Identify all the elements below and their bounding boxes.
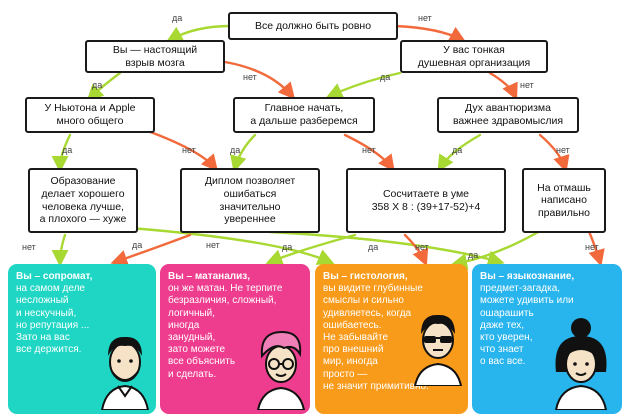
edge-label-yes: да — [230, 145, 241, 155]
edge-label-yes: да — [468, 250, 479, 260]
edge-label-no: нет — [206, 240, 220, 250]
edge-label-yes: да — [452, 145, 463, 155]
edge-diploma-lang — [268, 230, 505, 267]
edge-diploma-sopromat — [110, 233, 192, 267]
question-soul: У вас тонкая душевная организация — [400, 40, 548, 73]
result-card-sopromat: Вы – сопромат, на самом деле несложный и… — [8, 264, 156, 414]
edge-soul-start — [325, 71, 402, 99]
result-card-linguistics: Вы – языкознание, предмет-загадка, может… — [472, 264, 622, 414]
edge-label-no: нет — [22, 242, 36, 252]
result-text: он же матан. Не терпите безразличия, сло… — [168, 283, 283, 380]
question-adventure: Дух авантюризма важнее здравомыслия — [437, 97, 579, 133]
question-random: На отмашь написано правильно — [522, 168, 606, 233]
result-title: Вы – матанализ, — [168, 271, 251, 282]
edge-root-soul — [393, 24, 467, 43]
edge-newton-education — [51, 133, 72, 173]
edge-education-sopromat — [51, 233, 69, 267]
edge-label-yes: да — [62, 145, 73, 155]
edge-calc-histology — [403, 233, 429, 267]
edge-label-no: нет — [556, 145, 570, 155]
result-card-histology: Вы – гистология, вы видите глубинные смы… — [315, 264, 468, 414]
edge-label-yes: да — [380, 72, 391, 82]
pink-hair-avatar-icon — [256, 330, 306, 410]
edge-label-no: нет — [243, 72, 257, 82]
edge-label-no: нет — [520, 80, 534, 90]
edge-newton-diploma — [143, 128, 219, 172]
edge-label-no: нет — [362, 145, 376, 155]
man-avatar-icon — [100, 336, 150, 410]
edge-root-mind — [165, 24, 232, 43]
edge-label-yes: да — [132, 240, 143, 250]
question-diploma: Диплом позволяет ошибаться значительно у… — [180, 168, 320, 233]
edge-label-no: нет — [585, 242, 599, 252]
question-mind: Вы — настоящий взрыв мозга — [85, 40, 225, 73]
edge-adventure-random — [538, 133, 570, 173]
edge-education-histology — [128, 226, 335, 265]
sunglasses-avatar-icon — [413, 314, 463, 386]
edge-label-yes: да — [368, 242, 379, 252]
edge-label-yes: да — [172, 13, 183, 23]
result-text: на самом деле несложный и нескучный, но … — [16, 283, 90, 356]
edge-random-histology — [450, 226, 547, 270]
edge-mind-newton — [86, 71, 122, 102]
result-title: Вы – языкознание, — [480, 271, 575, 282]
edge-label-no: нет — [418, 13, 432, 23]
question-calc: Сосчитаете в уме 358 X 8 : (39+17-52)+4 — [346, 168, 506, 233]
edge-label-yes: да — [92, 80, 103, 90]
edge-adventure-calc — [437, 133, 482, 173]
edge-soul-adventure — [488, 71, 518, 101]
girl-avatar-icon — [554, 318, 608, 410]
result-text: предмет-загадка, можете удивить или ошар… — [480, 283, 574, 368]
edge-label-yes: да — [282, 242, 293, 252]
question-education: Образование делает хорошего человека луч… — [28, 168, 138, 233]
edge-mind-start — [223, 60, 296, 100]
edge-label-no: нет — [415, 242, 429, 252]
question-start: Главное начать, а дальше разберемся — [233, 97, 375, 133]
edge-label-no: нет — [182, 145, 196, 155]
edge-start-diploma — [230, 133, 257, 173]
result-text: вы видите глубинные смыслы и сильно удив… — [323, 283, 429, 392]
result-title: Вы – гистология, — [323, 271, 408, 282]
question-newton: У Ньютона и Apple много общего — [25, 97, 155, 133]
edge-calc-matan — [265, 233, 357, 266]
question-root: Все должно быть ровно — [228, 12, 398, 40]
edge-start-calc — [343, 133, 395, 172]
result-card-matan: Вы – матанализ, он же матан. Не терпите … — [160, 264, 310, 414]
result-title: Вы – сопромат, — [16, 271, 93, 282]
